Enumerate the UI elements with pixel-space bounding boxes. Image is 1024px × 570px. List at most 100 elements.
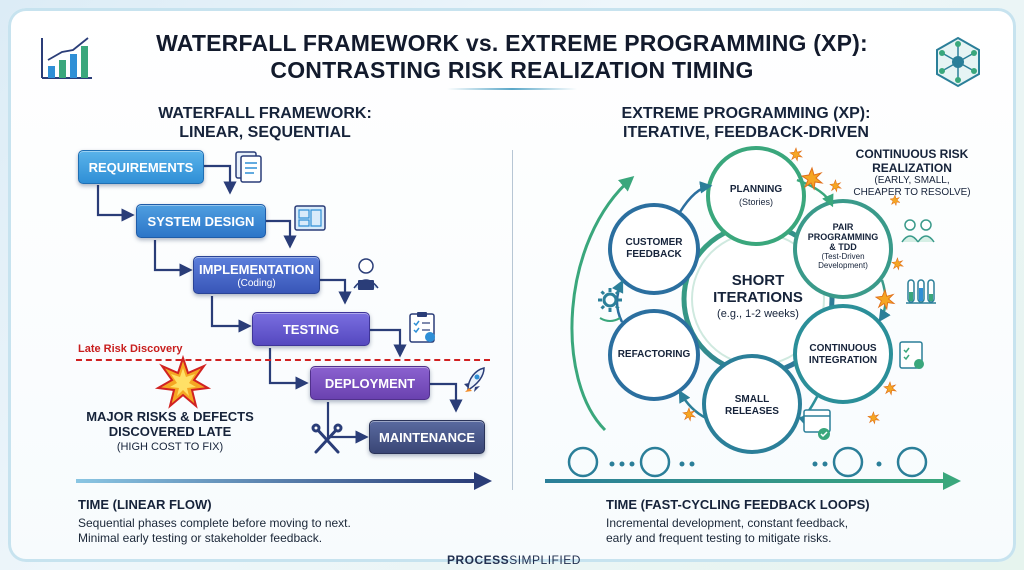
document-icon xyxy=(235,151,262,183)
major-risks-sub: (HIGH COST TO FIX) xyxy=(116,441,224,453)
section-divider xyxy=(512,150,513,490)
xp-heading-line1: EXTREME PROGRAMMING (XP): xyxy=(621,105,871,122)
xp-desc-line2: early and frequent testing to mitigate r… xyxy=(606,531,832,545)
pair-programming-ring xyxy=(793,199,893,299)
xp-practice-rings xyxy=(608,146,893,454)
planning-title: PLANNING xyxy=(729,184,783,195)
waterfall-heading-line1: WATERFALL FRAMEWORK: xyxy=(158,105,372,122)
phase-label: TESTING xyxy=(282,321,340,337)
major-risks-line2: DISCOVERED LATE xyxy=(108,424,232,439)
waterfall-time-arrow xyxy=(76,472,492,490)
phase-requirements: REQUIREMENTS xyxy=(78,150,204,184)
xp-desc-line1: Incremental development, constant feedba… xyxy=(606,516,849,530)
developer-icon xyxy=(353,258,379,290)
ci-line2: INTEGRATION xyxy=(808,355,878,366)
xp-description: Incremental development, constant feedba… xyxy=(606,516,966,546)
cont-risk-line2: REALIZATION xyxy=(872,161,952,175)
ci-line1: CONTINUOUS xyxy=(809,343,877,354)
arrow-design-side xyxy=(266,219,297,249)
network-icon xyxy=(936,36,980,88)
center-sub: (e.g., 1-2 weeks) xyxy=(717,308,799,320)
continuous-integration-ring xyxy=(793,304,893,404)
waterfall-flow-arrows xyxy=(96,164,463,444)
customer-line1: CUSTOMER xyxy=(625,237,683,248)
phase-label: SYSTEM DESIGN xyxy=(147,213,255,229)
customer-feedback-ring xyxy=(608,203,700,295)
phase-label: DEPLOYMENT xyxy=(324,375,416,391)
release-icon xyxy=(803,409,831,440)
burst-icon xyxy=(682,147,904,425)
arrow-impl-test xyxy=(210,296,252,333)
small-line2: RELEASES xyxy=(725,406,779,417)
waterfall-desc-line2: Minimal early testing or stakeholder fee… xyxy=(78,531,323,545)
xp-center-label: SHORT ITERATIONS (e.g., 1-2 weeks) xyxy=(688,272,828,320)
checklist-icon xyxy=(899,341,924,369)
arrow-req-side xyxy=(204,164,237,195)
gear-icon xyxy=(598,288,622,322)
planning-ring xyxy=(706,146,806,246)
customer-line2: FEEDBACK xyxy=(626,249,682,260)
cont-risk-line1: CONTINUOUS RISK xyxy=(855,147,969,161)
tools-icon xyxy=(311,423,343,454)
pair-line2: PROGRAMMING xyxy=(807,232,879,242)
waterfall-heading: WATERFALL FRAMEWORK: LINEAR, SEQUENTIAL xyxy=(120,104,410,142)
xp-outer-cycle-arrow xyxy=(570,176,635,432)
main-title-line2: CONTRASTING RISK REALIZATION TIMING xyxy=(270,57,754,83)
planning-label: PLANNING (Stories) xyxy=(712,184,800,208)
small-releases-ring xyxy=(702,354,802,454)
footer-brand-light: SIMPLIFIED xyxy=(509,553,581,567)
phase-testing: TESTING xyxy=(252,312,370,346)
late-risk-label: Late Risk Discovery xyxy=(78,343,183,355)
continuous-risk-label: CONTINUOUS RISK REALIZATION (EARLY, SMAL… xyxy=(842,147,982,199)
phase-deployment: DEPLOYMENT xyxy=(310,366,430,400)
arrow-test-side xyxy=(370,328,407,358)
bar-chart-icon xyxy=(41,37,92,79)
xp-heading-line2: ITERATIVE, FEEDBACK-DRIVEN xyxy=(623,124,869,141)
arrow-impl-side xyxy=(320,278,352,305)
phase-sublabel: (Coding) xyxy=(237,277,276,289)
phase-label: MAINTENANCE xyxy=(378,429,476,445)
arrow-req-design xyxy=(96,185,135,222)
xp-time-arrow xyxy=(545,472,961,490)
waterfall-description: Sequential phases complete before moving… xyxy=(78,516,498,546)
explosion-icon xyxy=(154,354,212,409)
phase-label: REQUIREMENTS xyxy=(88,159,194,175)
center-line2: ITERATIONS xyxy=(713,289,803,306)
late-risk-line xyxy=(76,359,490,361)
major-risks-line1: MAJOR RISKS & DEFECTS xyxy=(86,409,254,424)
phase-maintenance: MAINTENANCE xyxy=(369,420,485,454)
arrow-design-impl xyxy=(153,240,193,277)
pair-sub2: Development) xyxy=(818,261,868,270)
pair-users-icon xyxy=(901,219,935,243)
blueprint-icon xyxy=(294,205,326,231)
arrow-deploy-side xyxy=(420,382,463,413)
refactoring-ring xyxy=(608,309,700,401)
waterfall-time-label: TIME (LINEAR FLOW) xyxy=(78,497,212,512)
xp-time-label: TIME (FAST-CYCLING FEEDBACK LOOPS) xyxy=(606,497,870,512)
small-line1: SMALL xyxy=(734,394,770,405)
pair-line3: & TDD xyxy=(829,242,857,252)
waterfall-heading-line2: LINEAR, SEQUENTIAL xyxy=(179,124,351,141)
center-line1: SHORT xyxy=(731,272,785,289)
pair-sub1: (Test-Driven xyxy=(821,252,865,261)
pair-line1: PAIR xyxy=(832,222,854,232)
footer-brand: PROCESSSIMPLIFIED xyxy=(447,553,581,567)
xp-heading: EXTREME PROGRAMMING (XP): ITERATIVE, FEE… xyxy=(596,104,896,142)
xp-feedback-loops xyxy=(567,446,928,478)
waterfall-desc-line1: Sequential phases complete before moving… xyxy=(78,516,351,530)
rocket-icon xyxy=(464,367,485,392)
arrow-test-deploy xyxy=(268,348,309,390)
main-title-line1: WATERFALL FRAMEWORK vs. EXTREME PROGRAMM… xyxy=(156,30,868,56)
title-underline xyxy=(447,88,577,90)
small-releases-label: SMALL RELEASES xyxy=(710,394,794,418)
footer-brand-bold: PROCESS xyxy=(447,553,510,567)
continuous-integration-label: CONTINUOUS INTEGRATION xyxy=(800,343,886,367)
refactoring-label: REFACTORING xyxy=(617,349,691,360)
test-tubes-icon xyxy=(906,279,936,304)
phase-implementation: IMPLEMENTATION (Coding) xyxy=(193,256,320,294)
phase-system-design: SYSTEM DESIGN xyxy=(136,204,266,238)
pair-programming-label: PAIR PROGRAMMING & TDD (Test-Driven Deve… xyxy=(800,222,886,270)
phase-label: IMPLEMENTATION xyxy=(198,261,315,277)
planning-sub: (Stories) xyxy=(738,197,773,207)
